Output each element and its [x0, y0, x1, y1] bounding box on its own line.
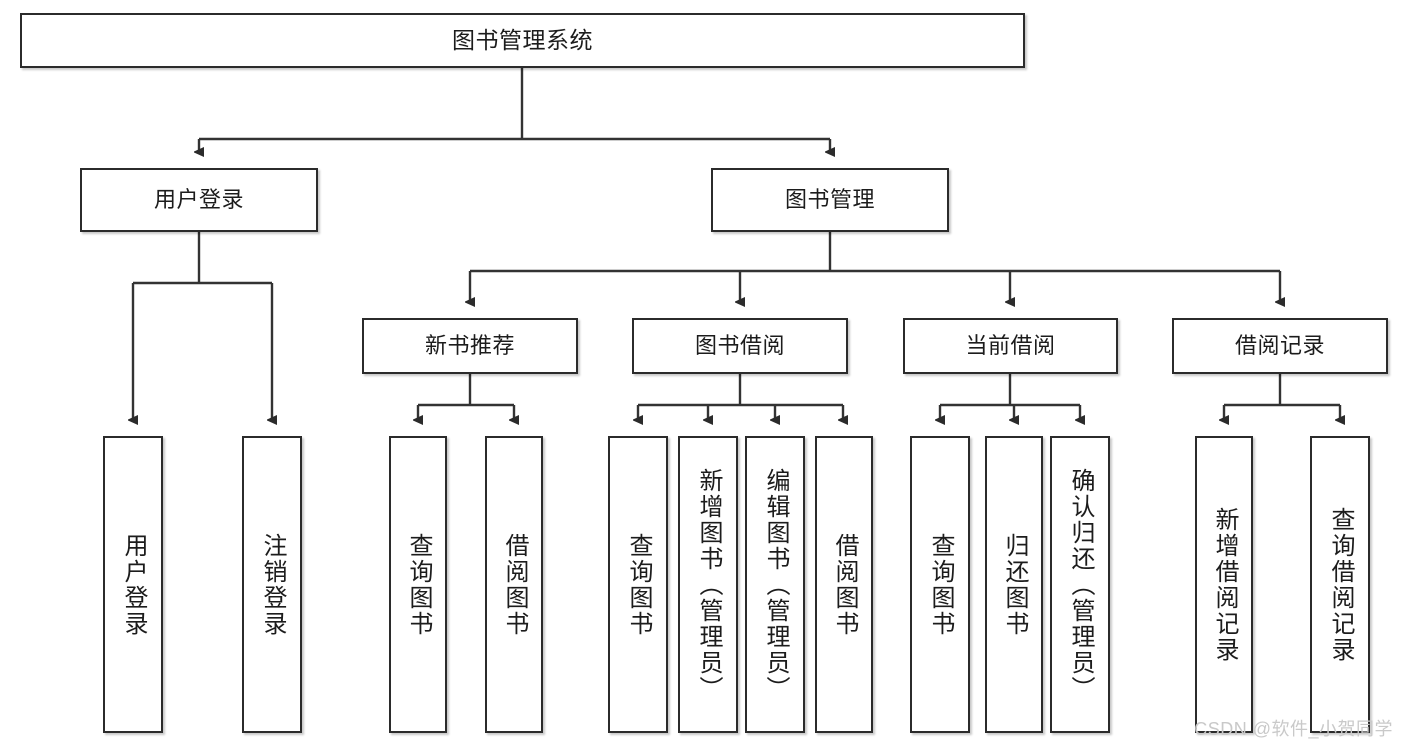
- leaf-new-book-borrow-label: 借阅图书: [501, 532, 528, 637]
- node-root[interactable]: 图书管理系统: [20, 13, 1025, 68]
- leaf-borrow-record-query[interactable]: 查询借阅记录: [1310, 436, 1370, 733]
- leaf-book-borrow-edit-label: 编辑图书（管理员）: [762, 467, 789, 702]
- node-borrow-record[interactable]: 借阅记录: [1172, 318, 1388, 374]
- leaf-new-book-query-label: 查询图书: [405, 532, 432, 637]
- node-book-borrow[interactable]: 图书借阅: [632, 318, 848, 374]
- node-root-label: 图书管理系统: [452, 27, 593, 54]
- leaf-current-borrow-query[interactable]: 查询图书: [910, 436, 970, 733]
- leaf-user-login-logout-label: 注销登录: [259, 532, 286, 637]
- leaf-borrow-record-add[interactable]: 新增借阅记录: [1195, 436, 1253, 733]
- leaf-book-borrow-borrow[interactable]: 借阅图书: [815, 436, 873, 733]
- node-new-book-recommend-label: 新书推荐: [424, 333, 515, 359]
- node-user-login[interactable]: 用户登录: [80, 168, 318, 232]
- leaf-current-borrow-query-label: 查询图书: [927, 532, 954, 637]
- leaf-book-borrow-add[interactable]: 新增图书（管理员）: [678, 436, 738, 733]
- leaf-book-borrow-add-label: 新增图书（管理员）: [695, 467, 722, 702]
- node-book-borrow-label: 图书借阅: [694, 333, 785, 359]
- leaf-book-borrow-edit[interactable]: 编辑图书（管理员）: [745, 436, 805, 733]
- leaf-current-borrow-return[interactable]: 归还图书: [985, 436, 1043, 733]
- leaf-book-borrow-query-label: 查询图书: [625, 532, 652, 637]
- node-new-book-recommend[interactable]: 新书推荐: [362, 318, 578, 374]
- leaf-current-borrow-confirm-label: 确认归还（管理员）: [1067, 467, 1094, 702]
- node-book-management-label: 图书管理: [784, 187, 875, 213]
- leaf-new-book-query[interactable]: 查询图书: [389, 436, 447, 733]
- leaf-user-login-logout[interactable]: 注销登录: [242, 436, 302, 733]
- node-user-login-label: 用户登录: [153, 187, 244, 213]
- leaf-current-borrow-confirm[interactable]: 确认归还（管理员）: [1050, 436, 1110, 733]
- node-borrow-record-label: 借阅记录: [1234, 333, 1325, 359]
- watermark-text: CSDN @软件_小贺同学: [1194, 719, 1393, 739]
- leaf-new-book-borrow[interactable]: 借阅图书: [485, 436, 543, 733]
- leaf-book-borrow-query[interactable]: 查询图书: [608, 436, 668, 733]
- node-book-management[interactable]: 图书管理: [711, 168, 949, 232]
- node-current-borrow[interactable]: 当前借阅: [903, 318, 1118, 374]
- leaf-current-borrow-return-label: 归还图书: [1001, 532, 1028, 637]
- leaf-user-login-login[interactable]: 用户登录: [103, 436, 163, 733]
- leaf-borrow-record-add-label: 新增借阅记录: [1211, 506, 1238, 663]
- leaf-user-login-login-label: 用户登录: [120, 532, 147, 637]
- leaf-book-borrow-borrow-label: 借阅图书: [831, 532, 858, 637]
- leaf-borrow-record-query-label: 查询借阅记录: [1327, 506, 1354, 663]
- node-current-borrow-label: 当前借阅: [965, 333, 1056, 359]
- connectors: [133, 68, 1340, 420]
